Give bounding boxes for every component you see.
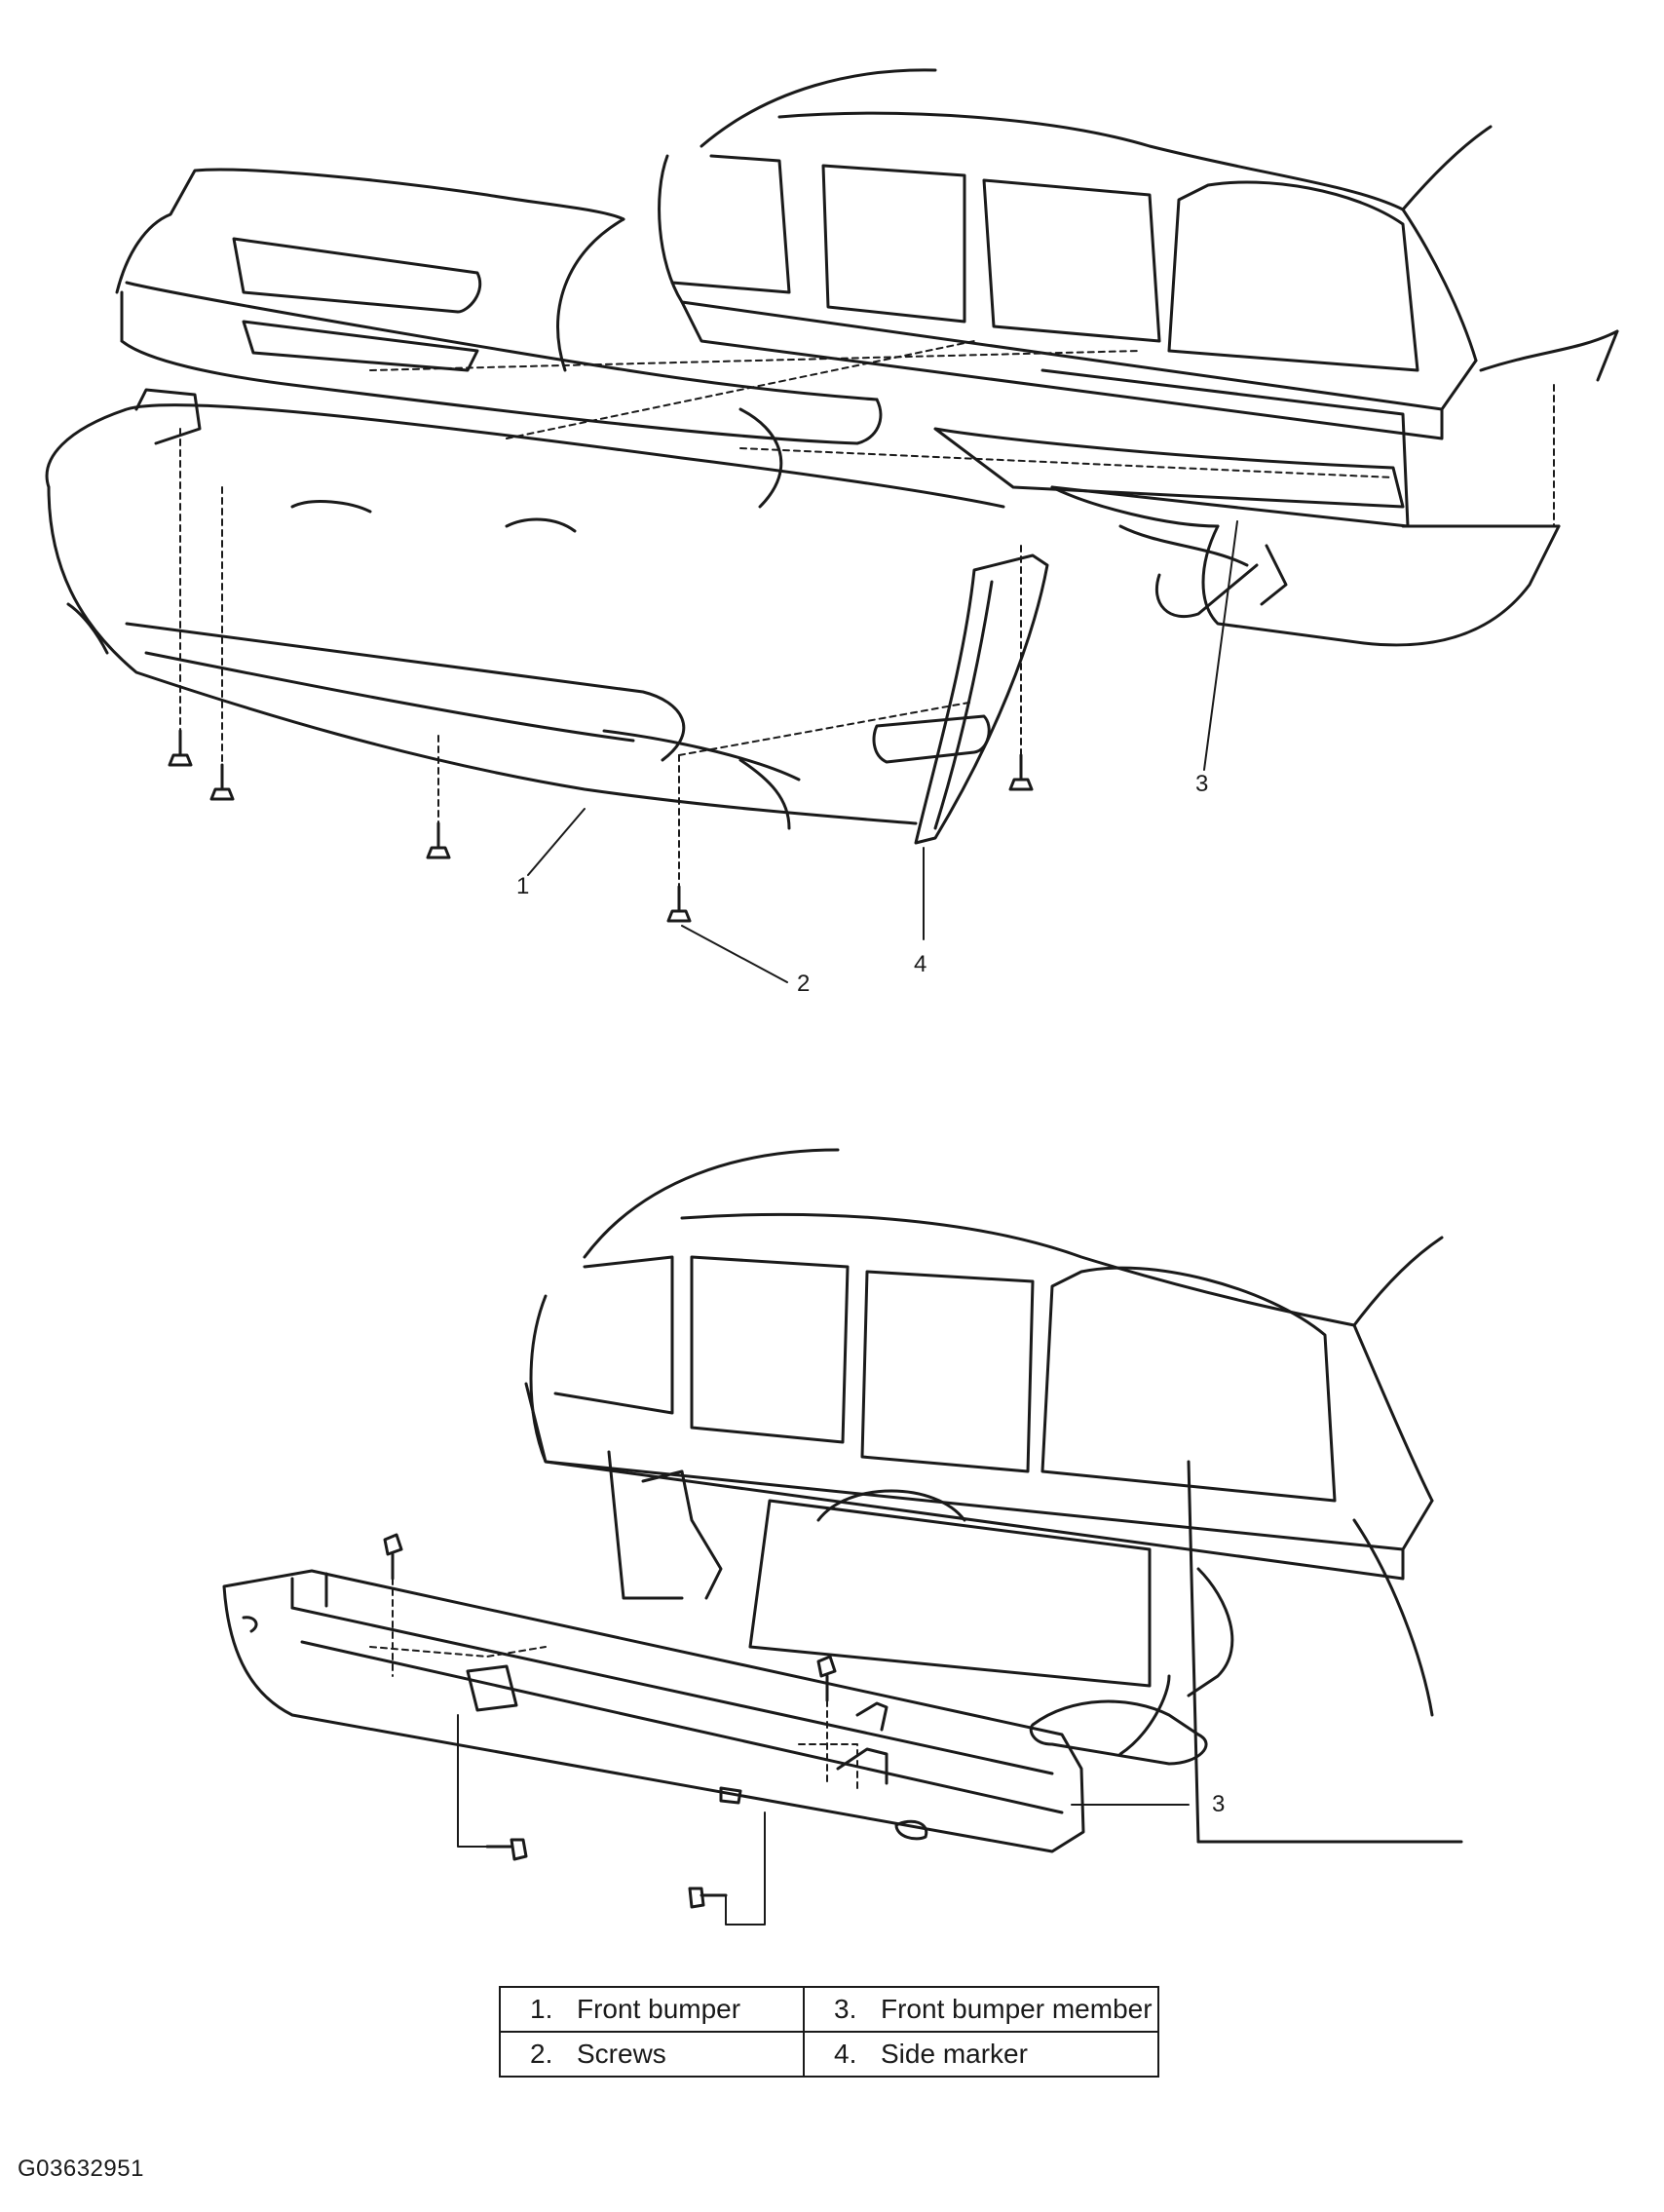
legend-number: 2.	[530, 2039, 553, 2069]
figure-id: G03632951	[18, 2155, 144, 2182]
screw-set-bottom	[383, 1533, 837, 1909]
side-marker-drawing	[872, 553, 1049, 845]
callout-1-top: 1	[516, 873, 530, 899]
parts-legend-table: 1. Front bumper 3. Front bumper member 2. S…	[499, 1986, 1159, 2078]
callout-2-top: 2	[797, 971, 811, 997]
vehicle-body-bottom	[524, 1148, 1463, 1844]
legend-cell: 3. Front bumper member	[803, 1986, 1159, 2033]
legend-row: 2. Screws 4. Side marker	[499, 2031, 1159, 2078]
legend-label: Side marker	[881, 2039, 1028, 2069]
callout-3-top: 3	[1195, 771, 1209, 797]
vehicle-body-top	[658, 68, 1619, 647]
callout-4-top: 4	[914, 951, 927, 977]
alignment-lines-top	[179, 340, 1555, 888]
legend-cell: 2. Screws	[499, 2031, 805, 2078]
bumper-member-bottom	[222, 1569, 1085, 1853]
legend-label: Screws	[577, 2039, 666, 2069]
legend-label: Front bumper member	[881, 1994, 1153, 2024]
leader-lines-top	[527, 520, 1238, 983]
callout-3-bottom: 3	[1212, 1791, 1226, 1817]
legend-row: 1. Front bumper 3. Front bumper member	[499, 1986, 1159, 2033]
legend-number: 4.	[834, 2039, 857, 2069]
legend-label: Front bumper	[577, 1994, 741, 2024]
legend-cell: 4. Side marker	[803, 2031, 1159, 2078]
guide-lines-bottom	[457, 1714, 766, 1926]
screw-set-top	[168, 729, 1034, 923]
legend-cell: 1. Front bumper	[499, 1986, 805, 2033]
alignment-lines-bottom	[369, 1578, 858, 1794]
legend-number: 3.	[834, 1994, 857, 2024]
front-bumper-drawing	[45, 168, 1005, 830]
legend-number: 1.	[530, 1994, 553, 2024]
bumper-member-top	[933, 427, 1405, 509]
